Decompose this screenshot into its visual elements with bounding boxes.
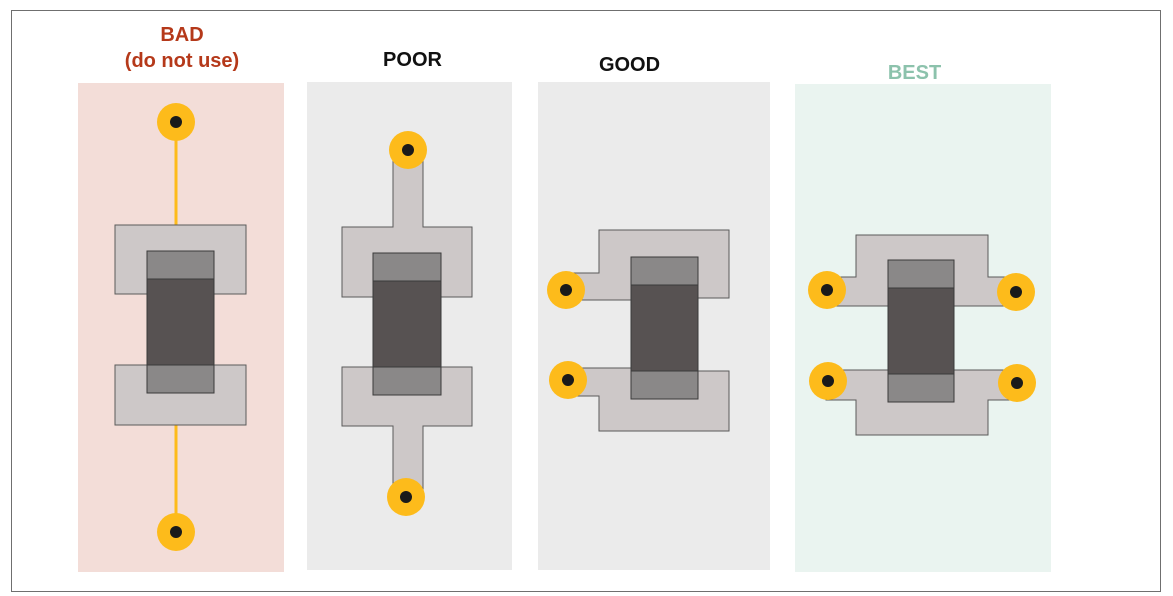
poor-title-line1: POOR bbox=[383, 49, 442, 71]
best-via-bottom-right bbox=[998, 364, 1036, 402]
poor-component-terminal-bottom bbox=[372, 366, 442, 396]
good-component-terminal-bottom bbox=[630, 370, 699, 400]
best-component-terminal-top bbox=[887, 259, 955, 289]
poor-component-terminal-top bbox=[372, 252, 442, 282]
good-component-body bbox=[630, 284, 699, 372]
poor-via-top bbox=[389, 131, 427, 169]
best-component-body bbox=[887, 287, 955, 375]
best-title: BEST bbox=[812, 60, 1017, 86]
good-title-line1: GOOD bbox=[598, 54, 661, 76]
bad-component-terminal-top bbox=[146, 250, 215, 280]
bad-title-line2: (do not use) bbox=[124, 50, 240, 72]
bad-component-terminal-bottom bbox=[146, 364, 215, 394]
bad-component-body bbox=[146, 278, 215, 366]
bad-via-bottom bbox=[157, 513, 195, 551]
good-via-bottom bbox=[549, 361, 587, 399]
best-component-terminal-bottom bbox=[887, 373, 955, 403]
good-via-top bbox=[547, 271, 585, 309]
poor-component-body bbox=[372, 280, 442, 368]
bad-via-top bbox=[157, 103, 195, 141]
bad-title: BAD (do not use) bbox=[80, 22, 284, 74]
best-via-top-left bbox=[808, 271, 846, 309]
best-via-bottom-left bbox=[809, 362, 847, 400]
best-title-line1: BEST bbox=[887, 62, 942, 84]
bad-title-line1: BAD bbox=[160, 24, 204, 46]
best-via-top-right bbox=[997, 273, 1035, 311]
good-title: GOOD bbox=[527, 52, 732, 78]
poor-via-bottom bbox=[387, 478, 425, 516]
poor-title: POOR bbox=[310, 47, 515, 73]
good-component-terminal-top bbox=[630, 256, 699, 286]
